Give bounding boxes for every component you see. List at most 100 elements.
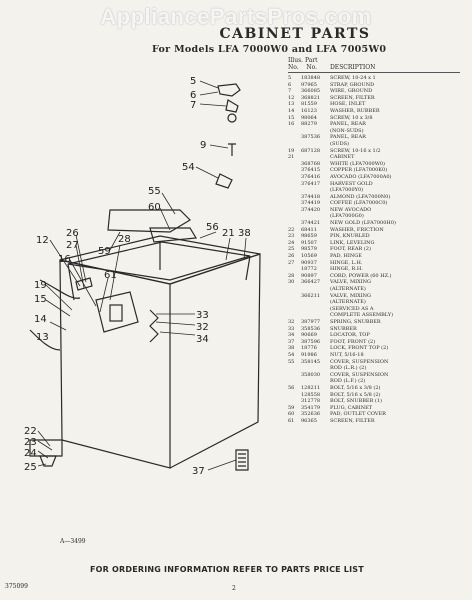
header-no: No. No.	[288, 64, 317, 71]
parts-row: (LFA7000G0)	[288, 213, 464, 220]
part-description: FOOT, FRONT (2)	[330, 338, 376, 345]
callout-13: 13	[36, 332, 49, 343]
mixing-valve	[95, 291, 139, 333]
part-description: LINK, LEVELING	[330, 239, 375, 246]
snubber-spring	[149, 309, 159, 343]
document-code: 375099	[5, 583, 28, 590]
part-number: 16123	[301, 107, 317, 114]
part-description: WHITE (LFA7000W0)	[330, 160, 385, 167]
parts-row: 13 81559 HOSE, INLET	[288, 101, 464, 108]
part-description: STRAP, GROUND	[330, 81, 375, 88]
front-foot-thread	[238, 453, 246, 467]
part-number: 81559	[301, 101, 317, 108]
callout-5: 5	[190, 76, 196, 87]
part-number: 374418	[301, 193, 321, 200]
callout-14: 14	[34, 314, 47, 325]
leveling-link	[29, 439, 63, 457]
part-number: 18772	[301, 266, 317, 273]
callout-23: 23	[24, 437, 37, 448]
part-description: SCREW, 10-24 x 1	[330, 75, 376, 81]
part-description: (NON-SUDS)	[330, 127, 364, 134]
callout-22: 22	[24, 426, 37, 437]
part-description: SNUBBER	[330, 325, 357, 332]
illus-number: 5	[288, 75, 292, 81]
part-description: COVER, SUSPENSION	[330, 358, 389, 365]
callout-54: 54	[182, 162, 195, 173]
part-number: 376417	[301, 180, 321, 187]
illus-number: 25	[288, 246, 295, 253]
part-number: 98064	[301, 114, 317, 121]
callout-33: 33	[196, 310, 209, 321]
part-description: WASHER, FRICTION	[330, 226, 384, 233]
callout-6: 6	[190, 90, 196, 101]
part-description: COVER, SUSPENSION	[330, 371, 389, 378]
illus-number: 37	[288, 338, 295, 345]
part-description: (LFA7000G0)	[330, 213, 364, 220]
illus-number: 56	[288, 384, 295, 391]
callout-32: 32	[196, 322, 209, 333]
illus-number: 22	[288, 226, 295, 233]
part-description: HOSE, INLET	[330, 101, 366, 108]
illus-number: 15	[288, 114, 295, 121]
callout-24: 24	[24, 448, 37, 459]
part-number: 358536	[301, 325, 321, 332]
callout-37: 37	[192, 466, 205, 477]
callout-56: 56	[206, 222, 219, 233]
part-number: 358030	[301, 371, 321, 378]
illus-number: 12	[288, 94, 295, 101]
illus-number: 30	[288, 279, 295, 286]
part-number: 128558	[301, 391, 321, 398]
parts-row: 368768 WHITE (LFA7000W0)	[288, 161, 464, 168]
part-number: 88279	[301, 121, 317, 128]
part-description: (LFA7000Y0)	[330, 187, 364, 194]
parts-row: ROD (L.F.) (2)	[288, 378, 464, 385]
parts-row: ROD (L.R.) (2)	[288, 365, 464, 372]
part-description: AVOCADO (LFA7000A0)	[330, 173, 392, 180]
callout-59: 59	[98, 246, 111, 257]
ground-wire-part	[225, 99, 239, 113]
callout-26: 26	[66, 228, 79, 239]
header-divider	[288, 72, 460, 73]
part-description: PAD, HINGE	[330, 253, 362, 260]
illus-number: 21	[288, 154, 295, 161]
power-cord	[39, 279, 81, 299]
parts-row: (NON-SUDS)	[288, 128, 464, 135]
callout-7: 7	[190, 100, 196, 111]
part-description: BOLT, SNUBBER (1)	[330, 398, 383, 405]
page-subtitle: For Models LFA 7000W0 and LFA 7005W0	[152, 44, 387, 55]
part-number: 98579	[301, 246, 317, 253]
parts-row: (ALTERNATE)	[288, 286, 464, 293]
cabinet-inner-lines	[67, 242, 251, 301]
part-description: COFFEE (LFA7000C0)	[330, 200, 388, 207]
part-number: 90937	[301, 259, 317, 266]
callout-34: 34	[196, 334, 209, 345]
part-number: 368768	[301, 160, 321, 167]
rear-foot	[39, 455, 57, 467]
illus-number: 6	[288, 81, 292, 88]
callout-60: 60	[148, 202, 161, 213]
part-description: SCREEN, FILTER	[330, 94, 375, 101]
art-number: A—3499	[60, 538, 86, 545]
callout-15: 15	[34, 294, 47, 305]
part-number: 352636	[301, 411, 321, 418]
illus-number: 13	[288, 101, 295, 108]
part-number: 354179	[301, 404, 321, 411]
